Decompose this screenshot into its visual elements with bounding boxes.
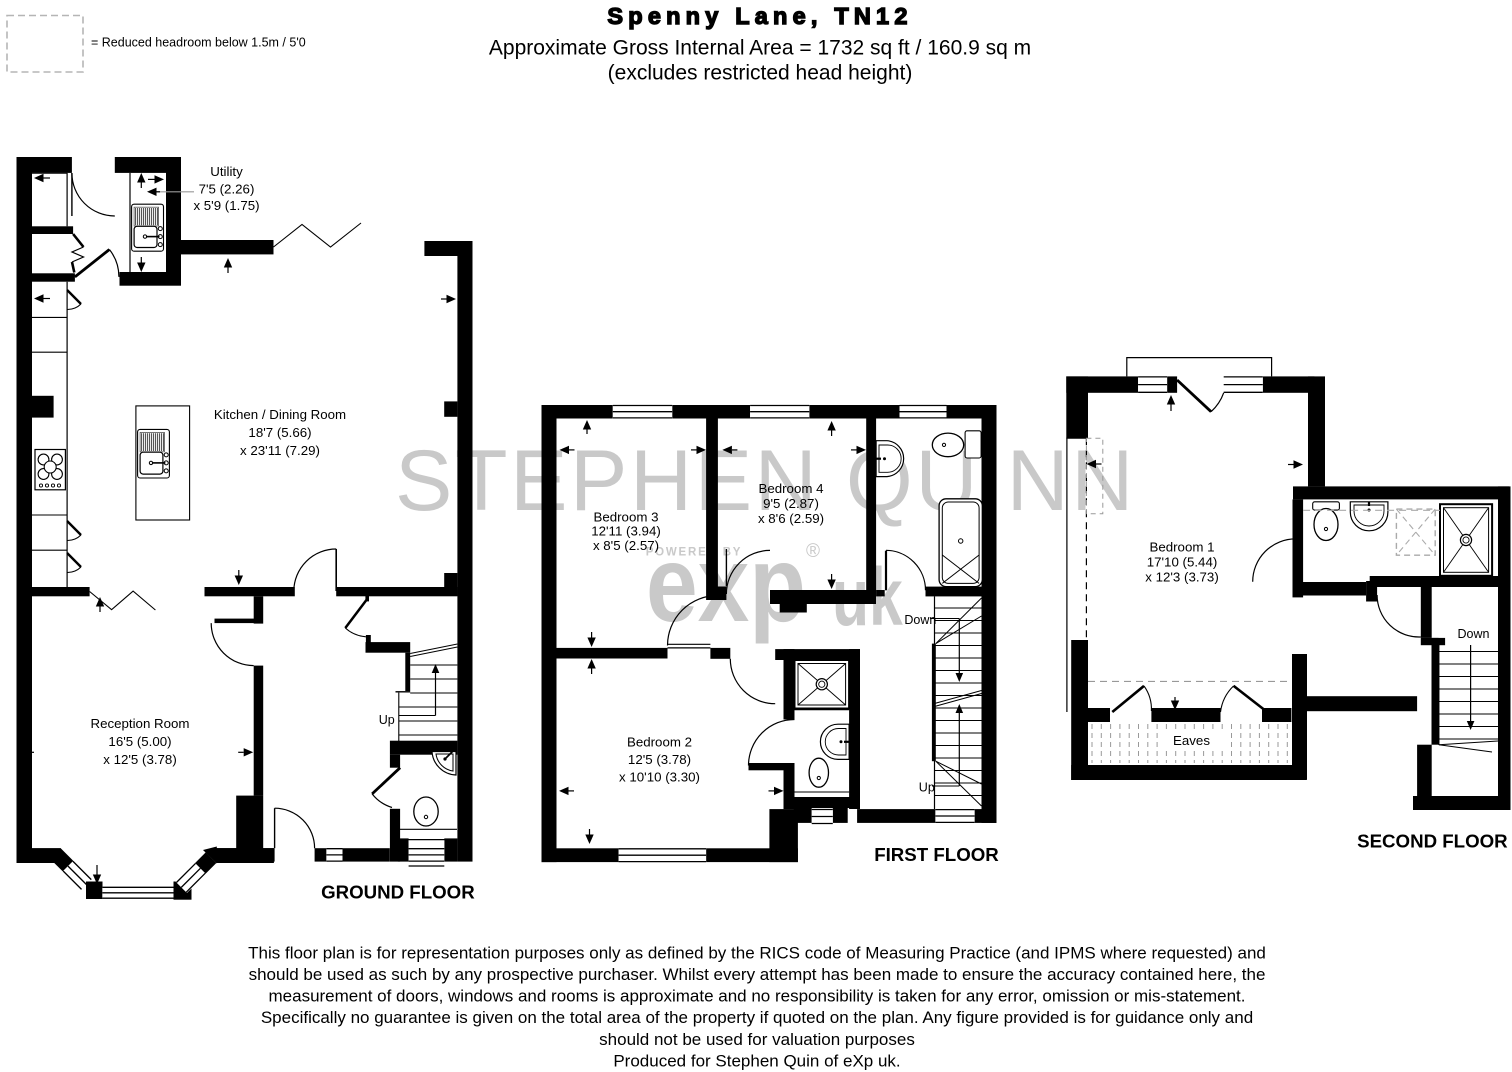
- svg-text:= Reduced headroom below 1.5m: = Reduced headroom below 1.5m / 5'0: [91, 36, 306, 50]
- svg-text:x 8'6 (2.59): x 8'6 (2.59): [758, 511, 824, 526]
- svg-text:(excludes restricted head heig: (excludes restricted head height): [608, 62, 913, 85]
- svg-text:12'5 (3.78): 12'5 (3.78): [628, 752, 691, 767]
- svg-text:12'11 (3.94): 12'11 (3.94): [591, 524, 661, 539]
- svg-text:Approximate Gross Internal Are: Approximate Gross Internal Area = 1732 s…: [489, 37, 1031, 60]
- svg-text:Bedroom 2: Bedroom 2: [627, 735, 692, 750]
- svg-text:measurement of doors, windows: measurement of doors, windows and rooms …: [269, 987, 1246, 1006]
- svg-text:Produced for Stephen Quin of e: Produced for Stephen Quin of eXp uk.: [613, 1051, 900, 1070]
- svg-text:Up: Up: [919, 780, 935, 794]
- svg-text:x 10'10 (3.30): x 10'10 (3.30): [619, 770, 700, 785]
- svg-text:Bedroom 3: Bedroom 3: [593, 510, 658, 525]
- svg-text:Down: Down: [904, 613, 936, 627]
- svg-text:16'5 (5.00): 16'5 (5.00): [108, 734, 171, 749]
- svg-text:This floor plan is for represe: This floor plan is for representation pu…: [248, 943, 1266, 962]
- svg-text:7'5 (2.26): 7'5 (2.26): [199, 182, 255, 197]
- svg-text:9'5 (2.87): 9'5 (2.87): [763, 496, 819, 511]
- svg-text:x 12'3 (3.73): x 12'3 (3.73): [1145, 570, 1219, 585]
- svg-text:x 8'5 (2.57): x 8'5 (2.57): [593, 538, 659, 553]
- svg-text:Spenny Lane, TN12: Spenny Lane, TN12: [607, 3, 912, 29]
- svg-text:Bedroom 4: Bedroom 4: [758, 481, 823, 496]
- svg-text:Specifically no guarantee is g: Specifically no guarantee is given on th…: [261, 1008, 1253, 1027]
- svg-text:®: ®: [806, 541, 820, 562]
- svg-text:STEPHEN QUINN: STEPHEN QUINN: [395, 433, 1136, 529]
- svg-text:Down: Down: [1458, 627, 1490, 641]
- svg-text:17'10 (5.44): 17'10 (5.44): [1147, 555, 1218, 570]
- svg-text:FIRST FLOOR: FIRST FLOOR: [874, 844, 999, 865]
- svg-text:x 23'11 (7.29): x 23'11 (7.29): [240, 443, 320, 458]
- svg-text:Utility: Utility: [210, 164, 243, 179]
- svg-text:Kitchen / Dining Room: Kitchen / Dining Room: [214, 407, 346, 422]
- svg-text:x 12'5 (3.78): x 12'5 (3.78): [103, 752, 177, 767]
- svg-text:GROUND FLOOR: GROUND FLOOR: [321, 882, 475, 903]
- svg-text:Up: Up: [379, 713, 395, 727]
- svg-text:Bedroom 1: Bedroom 1: [1149, 540, 1214, 555]
- svg-text:should not be used for valuati: should not be used for valuation purpose…: [599, 1030, 915, 1049]
- svg-text:Eaves: Eaves: [1173, 733, 1210, 748]
- svg-text:SECOND FLOOR: SECOND FLOOR: [1357, 831, 1508, 852]
- svg-text:18'7 (5.66): 18'7 (5.66): [248, 425, 311, 440]
- svg-text:should be used as such by any: should be used as such by any prospectiv…: [249, 965, 1266, 984]
- svg-text:Reception Room: Reception Room: [90, 716, 189, 731]
- svg-text:x 5'9 (1.75): x 5'9 (1.75): [193, 198, 259, 213]
